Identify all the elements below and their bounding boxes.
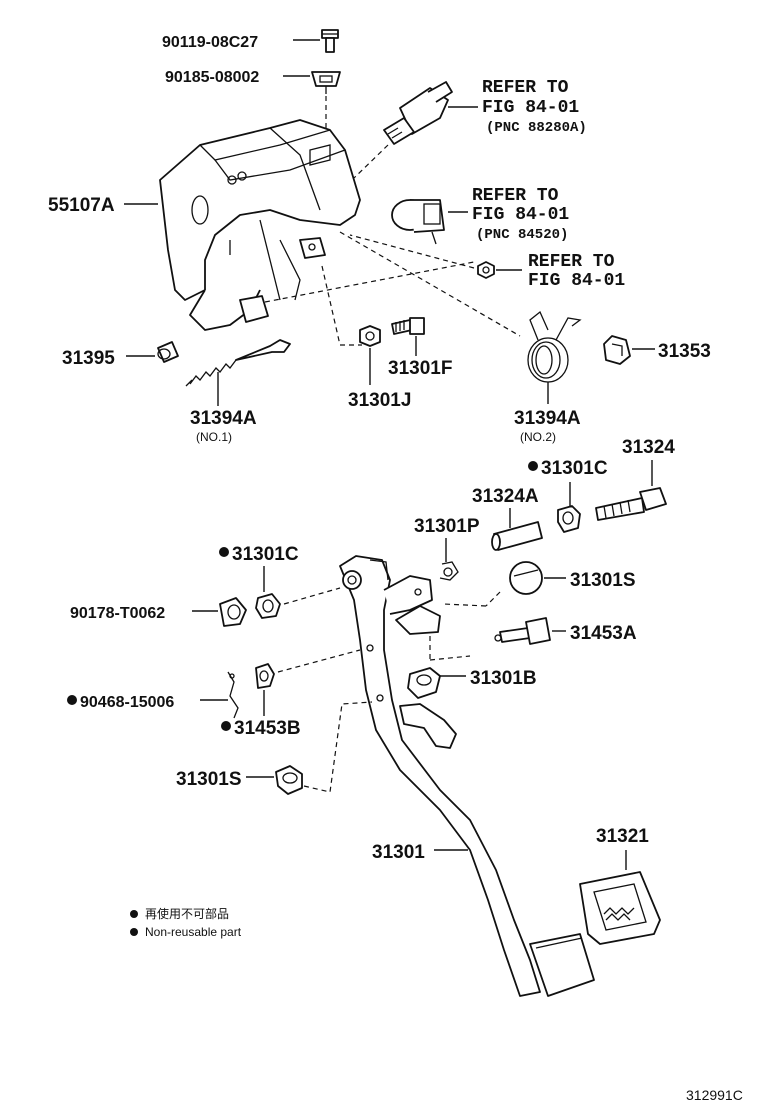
clip-90468 (227, 671, 239, 719)
legend-en: Non-reusable part (145, 925, 242, 939)
stop-lamp-switch (383, 81, 453, 145)
ref1-line2: FIG 84-01 (482, 98, 579, 118)
label-90468: 90468-15006 (80, 694, 174, 711)
label-31453B: 31453B (234, 718, 301, 739)
nut-31301C-top (557, 505, 581, 533)
cushion-31395 (157, 341, 179, 363)
label-31394A-no2: 31394A (514, 408, 581, 429)
bolt-31301F (391, 317, 425, 335)
bushing-31353 (603, 335, 631, 365)
nut-ref (477, 261, 495, 279)
label-90185: 90185-08002 (165, 69, 259, 86)
ref3-line2: FIG 84-01 (528, 271, 625, 291)
spring-31394A-no2 (527, 310, 582, 383)
label-31301C-top: 31301C (541, 458, 608, 479)
nonreusable-dot-31301C-top (528, 461, 538, 471)
sub-31394A-no1: (NO.1) (196, 430, 232, 444)
ref2-line3: (PNC 84520) (476, 227, 568, 243)
bracket-55107A (159, 119, 361, 331)
pedal-sensor (391, 199, 445, 245)
legend-dot-en (130, 928, 138, 936)
bushing-90178 (219, 597, 247, 627)
label-31324: 31324 (622, 437, 675, 458)
label-31453A: 31453A (570, 623, 637, 644)
ref1-line3: (PNC 88280A) (486, 120, 587, 136)
ref3-line1: REFER TO (528, 252, 615, 272)
nut-31301C-left (255, 593, 281, 619)
label-31301F: 31301F (388, 358, 452, 379)
label-31353: 31353 (658, 341, 711, 362)
nonreusable-dot-90468 (67, 695, 77, 705)
label-31301S-right: 31301S (570, 570, 636, 591)
label-31301J: 31301J (348, 390, 411, 411)
stopper-31301S-right (509, 561, 543, 595)
label-31324A: 31324A (472, 486, 539, 507)
nut-31301J (359, 325, 381, 347)
figure-code: 312991C (686, 1087, 743, 1103)
legend-jp: 再使用不可部品 (145, 906, 229, 921)
label-31301: 31301 (372, 842, 425, 863)
ref2-line1: REFER TO (472, 186, 559, 206)
bushing-31453B (255, 663, 275, 689)
label-90119: 90119-08C27 (162, 34, 258, 51)
label-31301P: 31301P (414, 516, 480, 537)
ref1-line1: REFER TO (482, 78, 569, 98)
pedal-pad-31321 (579, 871, 661, 945)
label-90178: 90178-T0062 (70, 605, 165, 622)
label-31301B: 31301B (470, 668, 537, 689)
clip-31301P (439, 561, 459, 581)
bushing-31301B (407, 667, 441, 699)
label-55107A: 55107A (48, 195, 115, 216)
clip-90185 (311, 71, 341, 94)
bolt-90119 (321, 29, 339, 53)
bolt-31324 (595, 487, 667, 521)
label-31394A-no1: 31394A (190, 408, 257, 429)
spring-31394A-no1 (185, 339, 291, 387)
ref2-line2: FIG 84-01 (472, 205, 569, 225)
stopper-31301S-left (275, 765, 303, 795)
label-31395: 31395 (62, 348, 115, 369)
pin-31453A (494, 617, 551, 645)
label-31321: 31321 (596, 826, 649, 847)
nonreusable-dot-31453B (221, 721, 231, 731)
label-31301S-left: 31301S (176, 769, 242, 790)
sub-31394A-no2: (NO.2) (520, 430, 556, 444)
pedal-arm-31301 (339, 555, 595, 997)
legend-dot-jp (130, 910, 138, 918)
collar-31324A (491, 521, 543, 551)
label-31301C-left: 31301C (232, 544, 299, 565)
nonreusable-dot-31301C-left (219, 547, 229, 557)
